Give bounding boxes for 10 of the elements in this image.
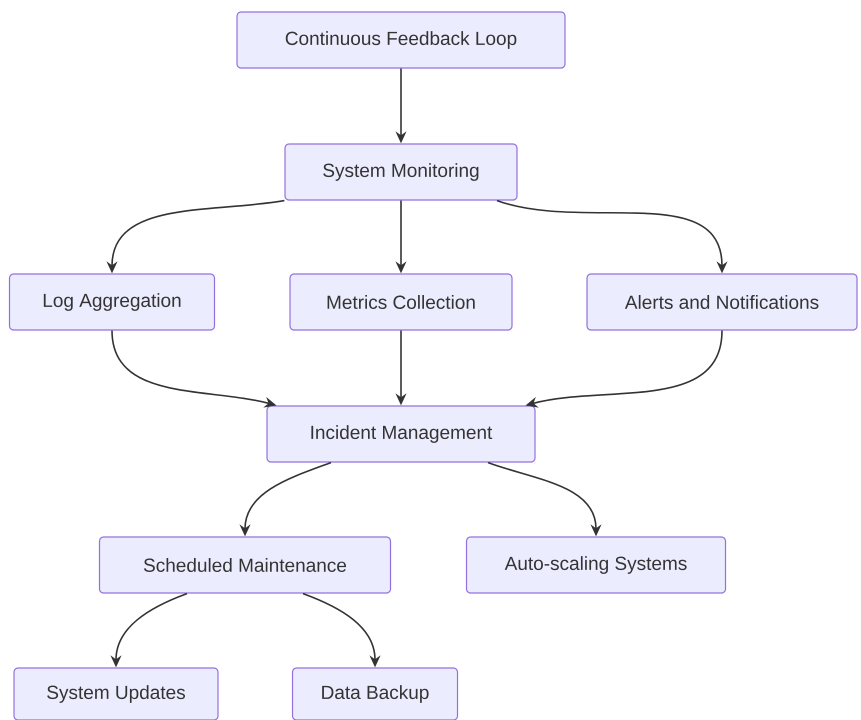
process-box: System Updates	[13, 667, 219, 720]
process-box: System Monitoring	[284, 143, 518, 201]
process-box: Data Backup	[292, 667, 458, 720]
process-box: Metrics Collection	[289, 273, 513, 331]
process-box: Scheduled Maintenance	[98, 536, 392, 594]
process-box: Alerts and Notifications	[586, 273, 858, 331]
process-box: Continuous Feedback Loop	[236, 11, 566, 69]
process-box: Incident Management	[266, 405, 536, 463]
process-box: Auto-scaling Systems	[466, 536, 726, 594]
process-box: Log Aggregation	[8, 273, 216, 331]
